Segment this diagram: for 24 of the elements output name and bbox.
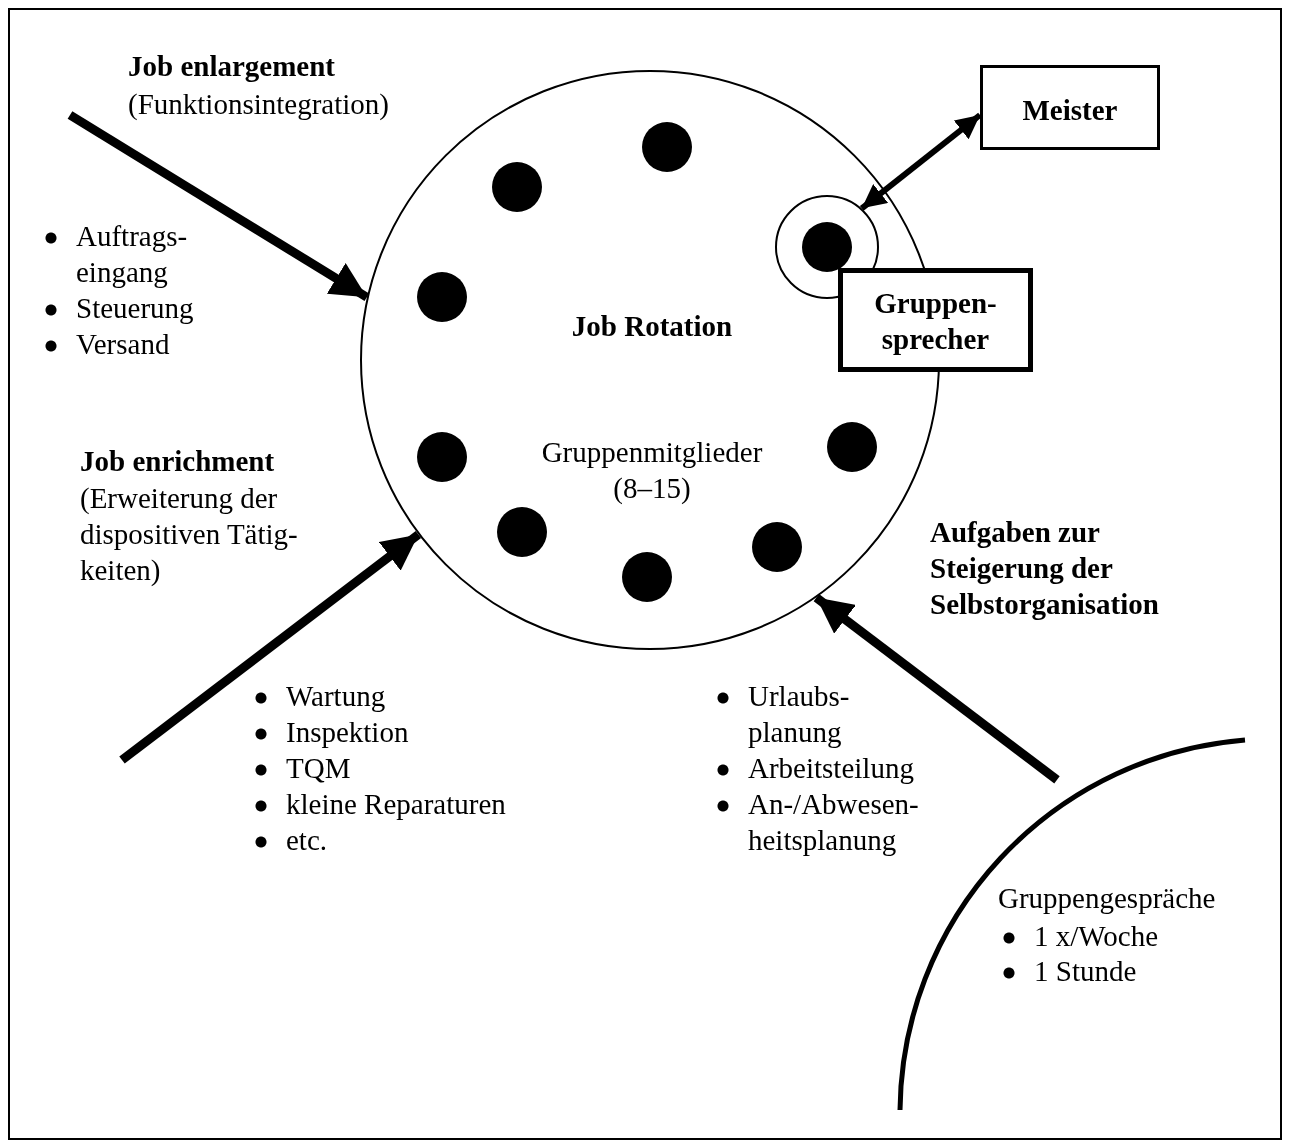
node-label: Meister <box>1021 93 1119 128</box>
member-dot <box>622 552 672 602</box>
member-dot <box>827 422 877 472</box>
member-dot <box>417 272 467 322</box>
node-box <box>980 65 1160 150</box>
heading-text: Job enrichment <box>80 444 276 479</box>
note-text: (Erweiterung der dispositiven Tätig- keiten) <box>80 481 299 588</box>
note-text: (Funktionsintegration) <box>128 87 390 122</box>
heading-text: Job enlargement <box>128 49 336 84</box>
node-label: Gruppen- sprecher <box>873 286 998 357</box>
heading-text: Aufgaben zur Steigerung der Selbstorganisation <box>930 515 1160 622</box>
member-dot <box>642 122 692 172</box>
member-dot <box>752 522 802 572</box>
arrow <box>119 530 422 764</box>
member-dot <box>492 162 542 212</box>
member-dot <box>497 507 547 557</box>
arrow <box>67 111 370 302</box>
node-text: Gruppengespräche <box>998 881 1217 916</box>
member-dot <box>417 432 467 482</box>
member-dot <box>802 222 852 272</box>
arrow <box>813 593 1060 784</box>
node-box <box>838 268 1033 372</box>
arrow <box>859 112 982 211</box>
node-text: Gruppenmitglieder (8–15) <box>540 435 764 506</box>
